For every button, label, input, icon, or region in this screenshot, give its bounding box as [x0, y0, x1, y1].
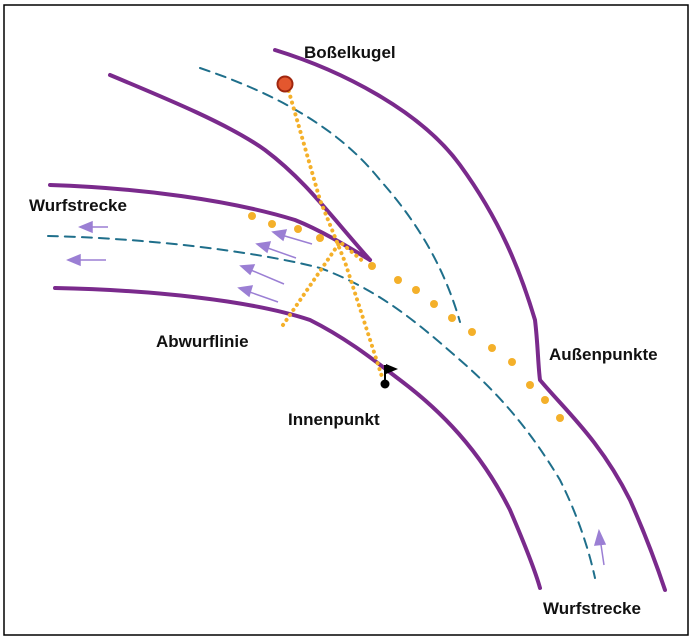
aussenpunkt-dot — [268, 220, 276, 228]
aussenpunkt-dot — [541, 396, 549, 404]
label-wurfstrecke-top: Wurfstrecke — [29, 196, 127, 215]
aussenpunkt-dot — [556, 414, 564, 422]
aussenpunkt-dot — [430, 300, 438, 308]
upper-center-line — [199, 67, 461, 323]
upper-inner-road-edge — [108, 73, 372, 262]
direction-arrow-icon — [255, 241, 297, 259]
left-upper-road-edge — [48, 183, 372, 262]
ball-icon — [276, 75, 294, 93]
dotted-lines — [281, 83, 385, 382]
label-abwurflinie: Abwurflinie — [156, 332, 249, 351]
label-wurfstrecke-bottom: Wurfstrecke — [543, 599, 641, 618]
center-lines — [47, 67, 596, 579]
aussenpunkt-dot — [368, 262, 376, 270]
aussenpunkt-dot — [488, 344, 496, 352]
outer-road-edge — [273, 48, 667, 592]
diagram-frame — [3, 4, 689, 636]
aussenpunkt-dot — [316, 234, 324, 242]
abwurf-line-dotted — [281, 239, 367, 327]
aussenpunkt-dot — [248, 212, 256, 220]
direction-arrow-icon — [593, 528, 607, 566]
aussenpunkt-dot — [508, 358, 516, 366]
label-innenpunkt: Innenpunkt — [288, 410, 380, 429]
aussenpunkt-dot — [468, 328, 476, 336]
road-edges — [48, 48, 667, 592]
inner-road-edge — [53, 286, 542, 590]
aussenpunkt-dot — [448, 314, 456, 322]
direction-arrow-icon — [66, 253, 106, 267]
aussenpunkt-dot — [526, 381, 534, 389]
aussenpunkt-dot — [412, 286, 420, 294]
aussenpunkt-dot — [294, 225, 302, 233]
aussenpunkte-dots — [248, 212, 564, 422]
label-aussenpunkte: Außenpunkte — [549, 345, 658, 364]
direction-arrow-icon — [271, 229, 313, 245]
throw-line-dotted — [285, 83, 385, 382]
direction-arrow-icon — [78, 220, 108, 234]
direction-arrows — [66, 220, 607, 566]
direction-arrow-icon — [239, 264, 285, 285]
direction-arrow-icon — [237, 285, 279, 303]
lower-center-line — [47, 235, 596, 579]
flag-icon — [380, 364, 398, 389]
label-bosselkugel: Boßelkugel — [304, 43, 396, 62]
aussenpunkt-dot — [394, 276, 402, 284]
